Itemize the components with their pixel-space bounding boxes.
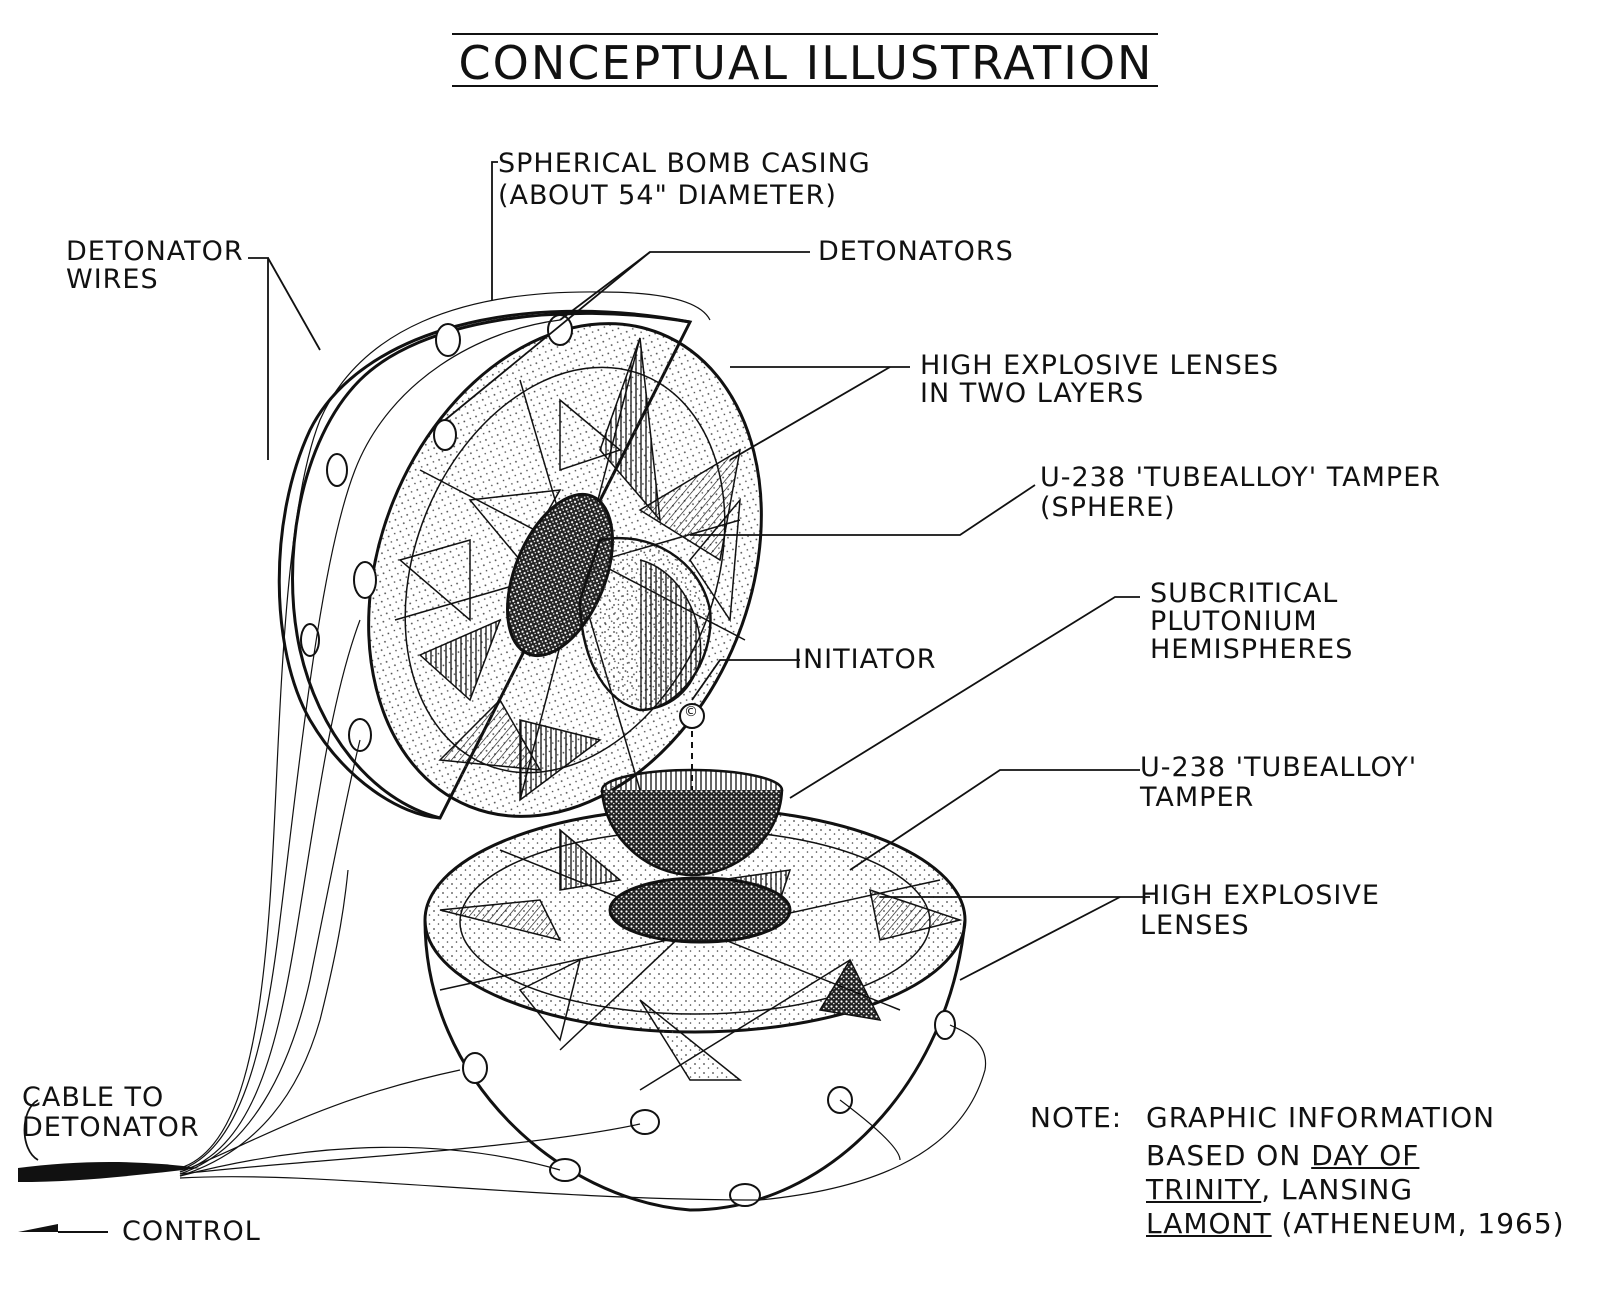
note-line2-a: BASED ON: [1146, 1139, 1312, 1172]
note-line3-b: , LANSING: [1261, 1173, 1414, 1206]
label-tamper-sphere-line2: (SPHERE): [1040, 492, 1176, 523]
label-detonator-wires-line1: DETONATOR: [66, 236, 244, 267]
initiator-icon: [679, 703, 705, 729]
cable: [18, 1162, 200, 1182]
upper-hemisphere: [277, 309, 763, 820]
control-arrow: [18, 1224, 58, 1232]
label-he-lenses-line2: LENSES: [1140, 910, 1250, 941]
note-line3: TRINITY, LANSING: [1146, 1174, 1413, 1205]
leader-lines: [23, 161, 1150, 1161]
label-cable-line2: DETONATOR: [22, 1112, 200, 1143]
label-tamper-sphere-line1: U-238 'TUBEALLOY' TAMPER: [1040, 462, 1442, 493]
initiator-mark: ©: [684, 704, 699, 720]
label-plutonium-line2: PLUTONIUM: [1150, 606, 1318, 637]
note-line1: GRAPHIC INFORMATION: [1146, 1101, 1496, 1134]
label-he-lenses-two-line1: HIGH EXPLOSIVE LENSES: [920, 350, 1280, 381]
label-initiator: INITIATOR: [794, 644, 937, 675]
label-tamper-line1: U-238 'TUBEALLOY': [1140, 752, 1418, 783]
note-line4: LAMONT (ATHENEUM, 1965): [1146, 1208, 1565, 1239]
page-title: CONCEPTUAL ILLUSTRATION: [458, 36, 1154, 90]
label-detonators: DETONATORS: [818, 236, 1014, 267]
note-book-title-b: TRINITY: [1146, 1173, 1262, 1206]
label-plutonium-line1: SUBCRITICAL: [1150, 578, 1339, 609]
label-tamper-line2: TAMPER: [1140, 782, 1255, 813]
label-cable-line1: CABLE TO: [22, 1082, 165, 1113]
label-casing-line2: (ABOUT 54" DIAMETER): [498, 180, 837, 211]
label-casing-line1: SPHERICAL BOMB CASING: [498, 148, 871, 179]
note-author: LAMONT: [1146, 1207, 1272, 1240]
plutonium-hemisphere: [600, 703, 784, 877]
label-he-lenses-line1: HIGH EXPLOSIVE: [1140, 880, 1380, 911]
note-prefix: NOTE:: [1030, 1101, 1123, 1134]
note-book-title-a: DAY OF: [1311, 1139, 1420, 1172]
note-line2: BASED ON DAY OF: [1146, 1140, 1419, 1171]
label-he-lenses-two-line2: IN TWO LAYERS: [920, 378, 1145, 409]
note-line4-b: (ATHENEUM, 1965): [1271, 1207, 1565, 1240]
label-plutonium-line3: HEMISPHERES: [1150, 634, 1354, 665]
label-control: CONTROL: [122, 1216, 261, 1247]
label-detonator-wires-line2: WIRES: [66, 264, 159, 295]
